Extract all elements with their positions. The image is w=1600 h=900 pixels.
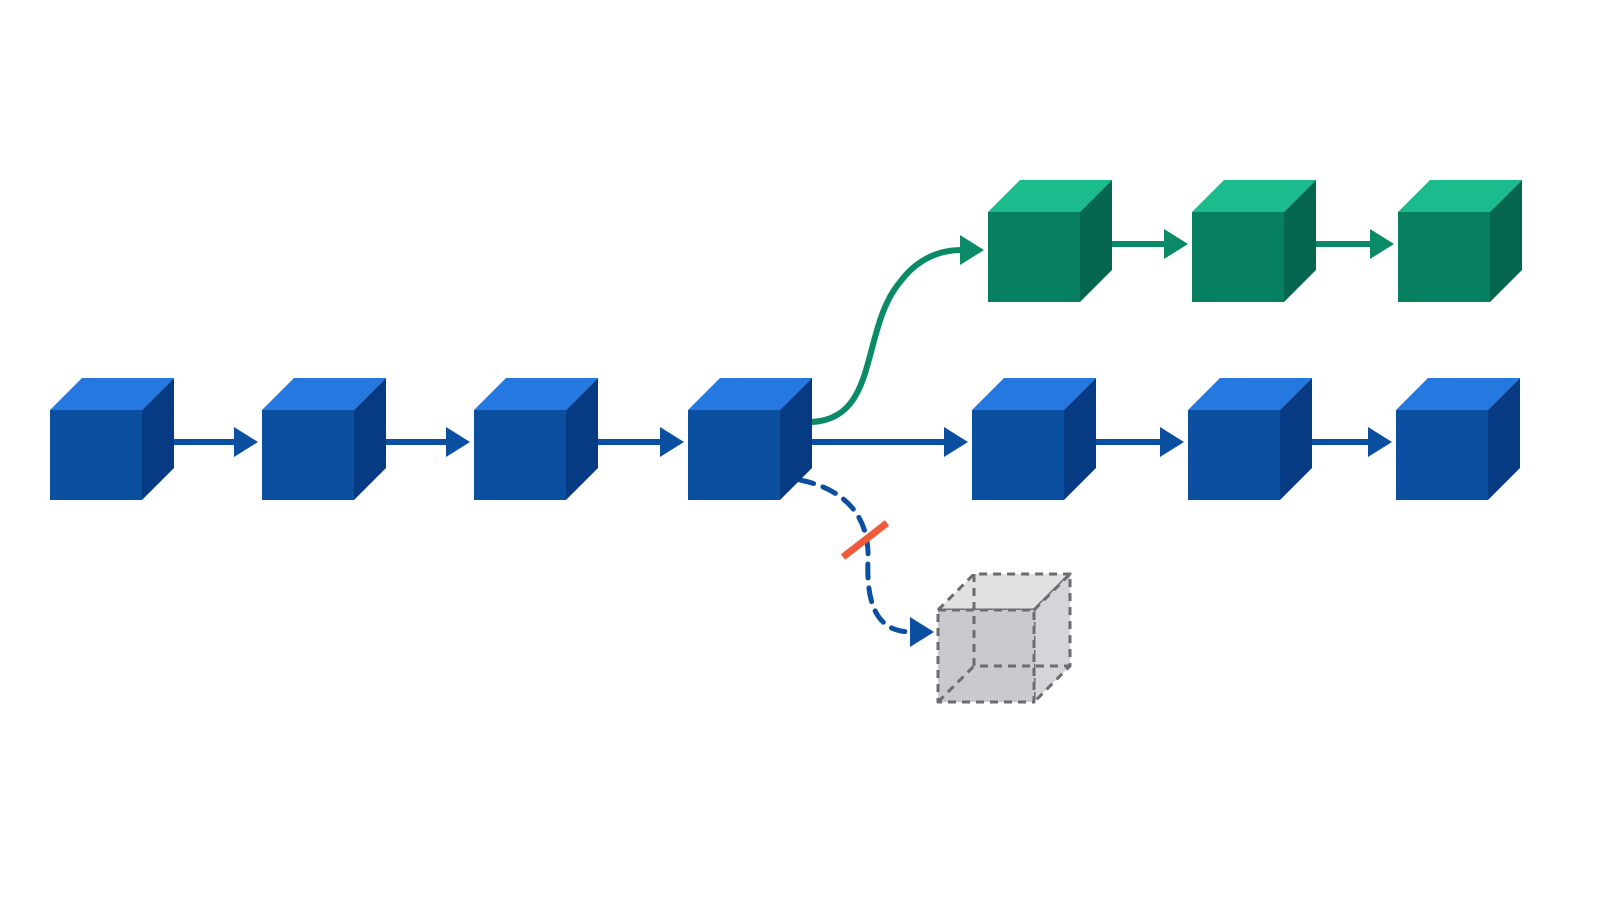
cube-top-face	[972, 378, 1096, 410]
cube-front-face	[1396, 410, 1488, 500]
rejected-link	[797, 477, 915, 635]
cube-top-face	[1192, 180, 1316, 212]
fork-chain-block-2-cube-icon	[1192, 180, 1316, 302]
main-chain-link-3-head	[660, 427, 684, 457]
main-chain-block-7-cube-icon	[1396, 378, 1520, 500]
fork-chain-block-1-cube-icon	[988, 180, 1112, 302]
main-chain-block-1-cube-icon	[50, 378, 174, 500]
cube-top-face	[1398, 180, 1522, 212]
orphan-block-cube-icon	[936, 572, 1072, 704]
chain-links	[172, 229, 1394, 647]
cube-hidden-edge	[972, 574, 1070, 668]
cube-side-face	[1490, 180, 1522, 302]
rejected-link-head	[910, 617, 934, 647]
cube-side-face	[566, 378, 598, 500]
cube-front-face	[688, 410, 780, 500]
cube-top-face	[474, 378, 598, 410]
cube-front-face	[50, 410, 142, 500]
cube-side-face	[142, 378, 174, 500]
cube-side-face	[1280, 378, 1312, 500]
main-chain-link-4-head	[944, 427, 968, 457]
chain-blocks	[50, 180, 1522, 704]
cube-top-face	[262, 378, 386, 410]
cube-front-face	[1188, 410, 1280, 500]
cube-side-face	[1284, 180, 1316, 302]
cube-side-face	[1080, 180, 1112, 302]
fork-chain-link-2-head	[1370, 229, 1394, 259]
cube-side-face	[780, 378, 812, 500]
cube-top-face	[50, 378, 174, 410]
cube-front-face	[936, 608, 1036, 704]
cube-front-face	[1192, 212, 1284, 302]
cube-top-face	[988, 180, 1112, 212]
block-mark-icon	[840, 520, 890, 560]
cube-front-face	[1398, 212, 1490, 302]
cube-front-face	[474, 410, 566, 500]
cube-top-face	[688, 378, 812, 410]
cube-top-face	[1396, 378, 1520, 410]
main-chain-block-4-cube-icon	[688, 378, 812, 500]
link-overlays	[840, 520, 890, 560]
cube-side-face	[1064, 378, 1096, 500]
cube-front-face	[988, 212, 1080, 302]
main-chain-block-5-cube-icon	[972, 378, 1096, 500]
main-chain-link-2-head	[446, 427, 470, 457]
fork-link	[809, 247, 965, 425]
cube-front-face	[972, 410, 1064, 500]
main-chain-link-5-head	[1160, 427, 1184, 457]
cube-hidden-edge	[936, 664, 976, 704]
main-chain-block-6-cube-icon	[1188, 378, 1312, 500]
main-chain-link-6-head	[1368, 427, 1392, 457]
cube-side-face	[354, 378, 386, 500]
main-chain-block-2-cube-icon	[262, 378, 386, 500]
main-chain-link-1-head	[234, 427, 258, 457]
cube-side-face	[1488, 378, 1520, 500]
main-chain-block-3-cube-icon	[474, 378, 598, 500]
cube-top-face	[1188, 378, 1312, 410]
fork-chain-block-3-cube-icon	[1398, 180, 1522, 302]
cube-front-face	[262, 410, 354, 500]
fork-chain-link-1-head	[1164, 229, 1188, 259]
fork-link-head	[960, 235, 984, 265]
